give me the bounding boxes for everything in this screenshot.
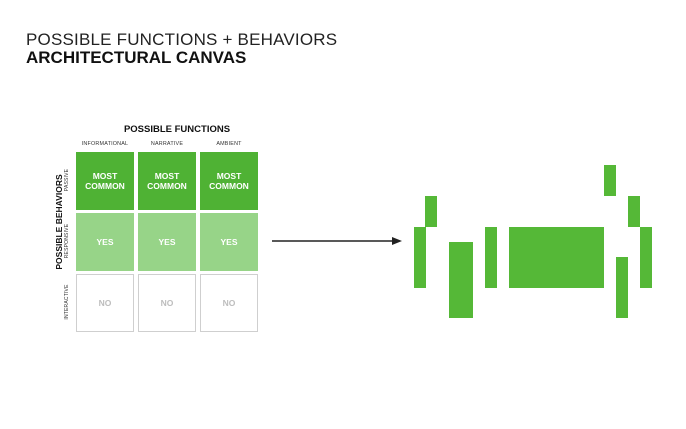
canvas-block bbox=[509, 227, 604, 288]
cell-responsive-ambient: YES bbox=[200, 213, 258, 271]
arrow-right-icon bbox=[272, 237, 402, 245]
row-header-responsive: RESPONSIVE bbox=[64, 223, 70, 259]
row-header-passive: PASSIVE bbox=[64, 168, 70, 192]
canvas-block bbox=[604, 165, 616, 196]
cell-interactive-ambient: NO bbox=[200, 274, 258, 332]
functions-title: POSSIBLE FUNCTIONS bbox=[123, 124, 231, 135]
cell-responsive-informational: YES bbox=[76, 213, 134, 271]
cell-responsive-narrative: YES bbox=[138, 213, 196, 271]
canvas-block bbox=[616, 257, 628, 318]
cell-passive-informational: MOST COMMON bbox=[76, 152, 134, 210]
cell-interactive-informational: NO bbox=[76, 274, 134, 332]
title-line-1: POSSIBLE FUNCTIONS + BEHAVIORS bbox=[26, 30, 338, 49]
column-header-ambient: AMBIENT bbox=[216, 141, 242, 147]
behaviors-title: POSSIBLE BEHAVIORS bbox=[54, 174, 64, 270]
canvas-block bbox=[640, 227, 652, 288]
canvas-block bbox=[449, 242, 473, 318]
cell-interactive-narrative: NO bbox=[138, 274, 196, 332]
arrow-head bbox=[392, 237, 402, 245]
canvas-block bbox=[485, 227, 497, 288]
canvas-block bbox=[425, 196, 437, 227]
cell-passive-narrative: MOST COMMON bbox=[138, 152, 196, 210]
row-header-interactive: INTERACTIVE bbox=[64, 284, 70, 320]
cell-passive-ambient: MOST COMMON bbox=[200, 152, 258, 210]
column-header-informational: INFORMATIONAL bbox=[81, 141, 129, 147]
canvas-block bbox=[414, 227, 426, 288]
title-line-2: ARCHITECTURAL CANVAS bbox=[26, 48, 247, 67]
canvas-block bbox=[628, 196, 640, 227]
column-header-narrative: NARRATIVE bbox=[150, 141, 184, 147]
